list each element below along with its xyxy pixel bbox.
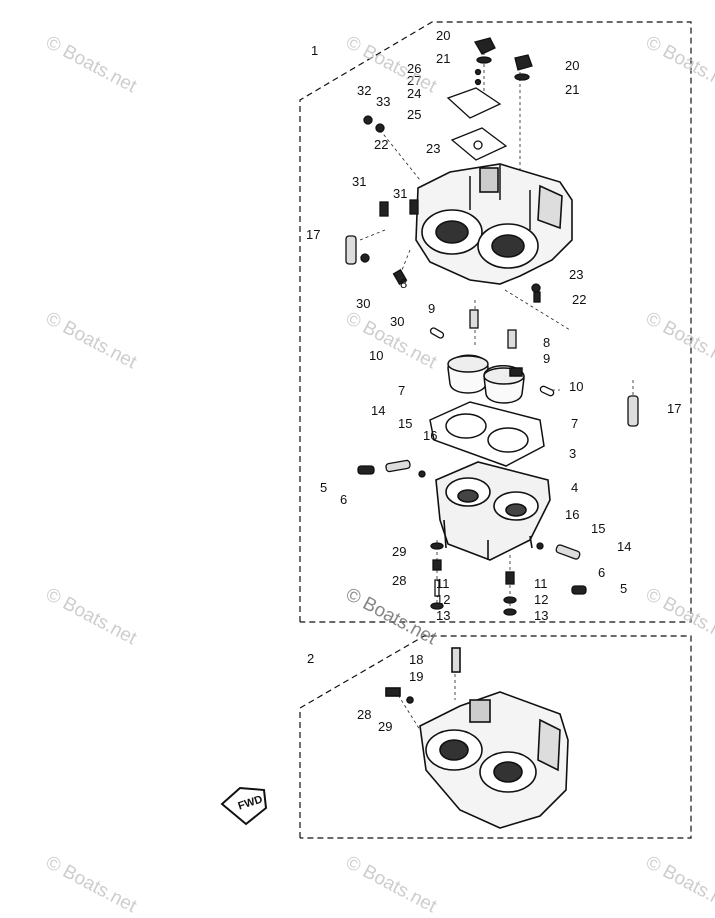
callout-14: 14: [617, 539, 632, 554]
callout-6: 6: [340, 492, 348, 507]
callout-12: 12: [534, 592, 549, 607]
callout-19: 19: [409, 669, 424, 684]
callout-31: 31: [393, 186, 408, 201]
callout-6: 6: [598, 565, 606, 580]
lower-carb-body: [385, 647, 569, 829]
callout-5: 5: [320, 480, 328, 495]
small-parts: [345, 199, 639, 427]
callout-7: 7: [398, 383, 406, 398]
callout-33: 33: [376, 94, 391, 109]
callout-30: 30: [390, 314, 405, 329]
callout-32: 32: [357, 83, 372, 98]
callout-4: 4: [571, 480, 579, 495]
callout-26: 26: [407, 61, 422, 76]
diagram-drawing: [220, 21, 692, 839]
floats: [447, 354, 525, 404]
top-cover-parts: [363, 37, 533, 161]
float-bowl: [435, 461, 551, 561]
callout-27: 27: [407, 73, 422, 88]
callout-8: 8: [400, 276, 408, 291]
callout-30: 30: [356, 296, 371, 311]
callout-29: 29: [392, 544, 407, 559]
callout-24: 24: [407, 86, 422, 101]
callout-22: 22: [572, 292, 587, 307]
callout-25: 25: [407, 107, 422, 122]
callout-17: 17: [306, 227, 321, 242]
callout-7: 7: [571, 416, 579, 431]
callout-10: 10: [569, 379, 584, 394]
callout-11: 11: [436, 576, 450, 591]
callout-15: 15: [398, 416, 413, 431]
callout-28: 28: [392, 573, 407, 588]
adjust-screws: [357, 459, 587, 595]
callout-28: 28: [357, 707, 372, 722]
callout-3: 3: [569, 446, 577, 461]
callout-13: 13: [436, 608, 451, 623]
callout-11: 11: [534, 576, 548, 591]
callout-14: 14: [371, 403, 386, 418]
callout-5: 5: [620, 581, 628, 596]
callout-31: 31: [352, 174, 367, 189]
group-number-2: 2: [307, 651, 315, 666]
callout-21: 21: [436, 51, 451, 66]
callout-15: 15: [591, 521, 606, 536]
upper-carb-body: [415, 163, 573, 285]
callout-20: 20: [565, 58, 580, 73]
parts-diagram: FWD 1 2 20 21 26 27 24 25 20 21 32 33 22…: [42, 21, 715, 917]
callout-13: 13: [534, 608, 549, 623]
callout-23: 23: [569, 267, 584, 282]
callout-16: 16: [565, 507, 580, 522]
callout-16: 16: [423, 428, 438, 443]
callout-22: 22: [374, 137, 389, 152]
callout-18: 18: [409, 652, 424, 667]
drain-plugs: [430, 542, 517, 616]
callout-20: 20: [436, 28, 451, 43]
callout-29: 29: [378, 719, 393, 734]
group-1-frame: [299, 21, 692, 623]
callout-9: 9: [428, 301, 436, 316]
callout-23: 23: [426, 141, 441, 156]
callout-12: 12: [436, 592, 451, 607]
float-bowl-gasket: [429, 401, 545, 467]
callout-8: 8: [543, 335, 551, 350]
fwd-arrow-icon: [220, 786, 268, 826]
group-number-1: 1: [311, 43, 319, 58]
callout-21: 21: [565, 82, 580, 97]
callout-9: 9: [543, 351, 551, 366]
callout-10: 10: [369, 348, 384, 363]
callout-17: 17: [667, 401, 682, 416]
